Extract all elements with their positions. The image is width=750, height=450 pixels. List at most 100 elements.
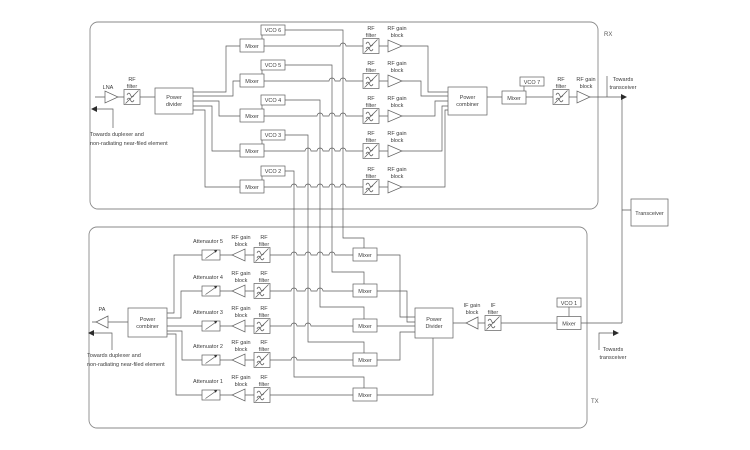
rx-power-combiner-label-2: combiner bbox=[456, 102, 479, 108]
rx-row2-rf-filter-label-2: filter bbox=[366, 68, 377, 74]
tx-row1-rf-gain-amp-icon bbox=[231, 248, 246, 262]
rx-mixer-4-label: Mixer bbox=[245, 149, 259, 155]
rx-chain-wires bbox=[261, 35, 448, 188]
rx-output-rf-filter-label-1: RF bbox=[557, 77, 565, 83]
rx-row5-rf-gain-label-2: block bbox=[391, 174, 404, 180]
rx-row2-rf-gain-amp-icon bbox=[387, 74, 403, 88]
rx-mixer-1-box bbox=[239, 38, 265, 53]
rx-io-wires bbox=[95, 86, 631, 323]
rx-row4-rf-filter-label-1: RF bbox=[367, 131, 375, 137]
rx-input-rf-filter-icon bbox=[123, 89, 141, 105]
rx-row5-rf-gain-label-1: RF gain bbox=[387, 167, 406, 173]
rx-row5-rf-gain-amp-icon bbox=[387, 180, 403, 194]
rx-row3-rf-gain-amp-icon bbox=[387, 109, 403, 123]
tx-row3-rf-filter-label-1: RF bbox=[260, 306, 268, 312]
tx-row4-rf-filter-label-2: filter bbox=[259, 347, 270, 353]
rx-row3-rf-filter-label-1: RF bbox=[367, 96, 375, 102]
rx-mixer-2-box bbox=[239, 73, 265, 88]
tx-row4-rf-filter-icon bbox=[253, 352, 271, 368]
pa-amp-icon bbox=[95, 315, 109, 329]
annotation-bracket-wires bbox=[91, 76, 616, 350]
attenuator-4-label: Attenuator 4 bbox=[193, 275, 223, 281]
vco3-box bbox=[260, 129, 286, 141]
rx-mixer-5-label: Mixer bbox=[245, 185, 259, 191]
rx-row4-rf-filter-label-2: filter bbox=[366, 138, 377, 144]
tx-mixer-1-box bbox=[352, 247, 378, 262]
tx-row3-rf-filter-icon bbox=[253, 318, 271, 334]
tx-row2-rf-filter-icon bbox=[253, 283, 271, 299]
rx-input-rf-filter-label-1: RF bbox=[128, 77, 136, 83]
vco2-box bbox=[260, 165, 286, 177]
tx-mixer-input-wires bbox=[270, 251, 353, 396]
tx-row1-rf-filter-label-1: RF bbox=[260, 235, 268, 241]
tx-row2-rf-gain-amp-icon bbox=[231, 284, 246, 298]
tx-section-label: TX bbox=[591, 399, 599, 405]
tx-mixer-3-box bbox=[352, 318, 378, 333]
vco6-label: VCO 6 bbox=[265, 28, 282, 34]
tx-power-combiner-box bbox=[127, 307, 168, 338]
tx-towards-duplexer-label-1: Towards duplexer and bbox=[87, 353, 141, 359]
tx-row5-rf-filter-label-2: filter bbox=[259, 382, 270, 388]
rx-row4-rf-gain-label-2: block bbox=[391, 138, 404, 144]
rx-section-box bbox=[89, 21, 599, 210]
rx-power-combiner-box bbox=[447, 86, 488, 116]
rx-mixer-3-box bbox=[239, 108, 265, 123]
tx-mixer-1-label: Mixer bbox=[358, 253, 372, 259]
rx-row1-rf-filter-icon bbox=[362, 38, 380, 54]
lna-amp-icon bbox=[104, 90, 119, 104]
rx-row5-rf-filter-icon bbox=[362, 179, 380, 195]
tx-mixer-2-box bbox=[352, 283, 378, 298]
rx-row3-rf-gain-label-1: RF gain bbox=[387, 96, 406, 102]
tx-towards-duplexer-label-2: non-radiating near-filed element bbox=[87, 362, 165, 368]
rx-row2-rf-filter-label-1: RF bbox=[367, 61, 375, 67]
rx-mixer-2-label: Mixer bbox=[245, 79, 259, 85]
tx-towards-transceiver-label-1: Towards bbox=[603, 347, 624, 353]
rx-towards-duplexer-label-1: Towards duplexer and bbox=[90, 132, 144, 138]
tx-row4-rf-gain-label-1: RF gain bbox=[231, 340, 250, 346]
rx-power-combiner-label-1: Power bbox=[460, 95, 476, 101]
vco2-label: VCO 2 bbox=[265, 169, 282, 175]
tx-towards-transceiver-label-2: transceiver bbox=[600, 355, 627, 361]
rx-power-divider-label-2: divider bbox=[166, 102, 182, 108]
vco7-label: VCO 7 bbox=[524, 80, 541, 86]
tx-row4-rf-gain-amp-icon bbox=[231, 353, 246, 367]
tx-input-mixer-box bbox=[556, 316, 582, 330]
towards-transceiver-rx-arrow-icon bbox=[621, 94, 627, 100]
rx-towards-transceiver-label-1: Towards bbox=[613, 77, 634, 83]
tx-row4-rf-gain-label-2: block bbox=[235, 347, 248, 353]
if-filter-label-2: filter bbox=[488, 310, 499, 316]
rx-row1-rf-filter-label-2: filter bbox=[366, 33, 377, 39]
rx-output-rf-gain-label-2: block bbox=[580, 84, 593, 90]
rx-mixer-3-label: Mixer bbox=[245, 114, 259, 120]
towards-duplexer-rx-arrow-icon bbox=[91, 106, 97, 112]
tx-row1-rf-gain-label-2: block bbox=[235, 242, 248, 248]
towards-duplexer-tx-arrow-icon bbox=[88, 330, 94, 336]
tx-row4-rf-filter-label-1: RF bbox=[260, 340, 268, 346]
rx-row4-rf-gain-amp-icon bbox=[387, 144, 403, 158]
vco5-label: VCO 5 bbox=[265, 63, 282, 69]
tx-power-combiner-label-1: Power bbox=[140, 317, 156, 323]
lna-label: LNA bbox=[103, 85, 114, 91]
tx-row1-rf-filter-icon bbox=[253, 247, 271, 263]
rx-power-divider-box bbox=[154, 87, 194, 115]
tx-row2-rf-gain-label-1: RF gain bbox=[231, 271, 250, 277]
tx-mixer-2-label: Mixer bbox=[358, 289, 372, 295]
attenuator-1-icon bbox=[201, 389, 221, 401]
tx-chain-wires bbox=[92, 254, 622, 396]
tx-row3-rf-gain-label-1: RF gain bbox=[231, 306, 250, 312]
tx-row1-rf-filter-label-2: filter bbox=[259, 242, 270, 248]
rx-row1-rf-gain-amp-icon bbox=[387, 39, 403, 53]
attenuator-4-icon bbox=[201, 285, 221, 297]
rx-output-mixer-box bbox=[501, 90, 527, 105]
rx-towards-transceiver-label-2: transceiver bbox=[610, 85, 637, 91]
rx-row3-rf-filter-icon bbox=[362, 108, 380, 124]
tx-mixer-4-label: Mixer bbox=[358, 358, 372, 364]
rx-row3-rf-filter-label-2: filter bbox=[366, 103, 377, 109]
rx-row2-rf-gain-label-1: RF gain bbox=[387, 61, 406, 67]
rx-section-label: RX bbox=[604, 32, 612, 38]
rx-row1-rf-gain-label-2: block bbox=[391, 33, 404, 39]
attenuator-3-label: Attenuator 3 bbox=[193, 310, 223, 316]
rx-towards-duplexer-label-2: non-radiating near-filed element bbox=[90, 141, 168, 147]
attenuator-2-label: Attenuator 2 bbox=[193, 344, 223, 350]
